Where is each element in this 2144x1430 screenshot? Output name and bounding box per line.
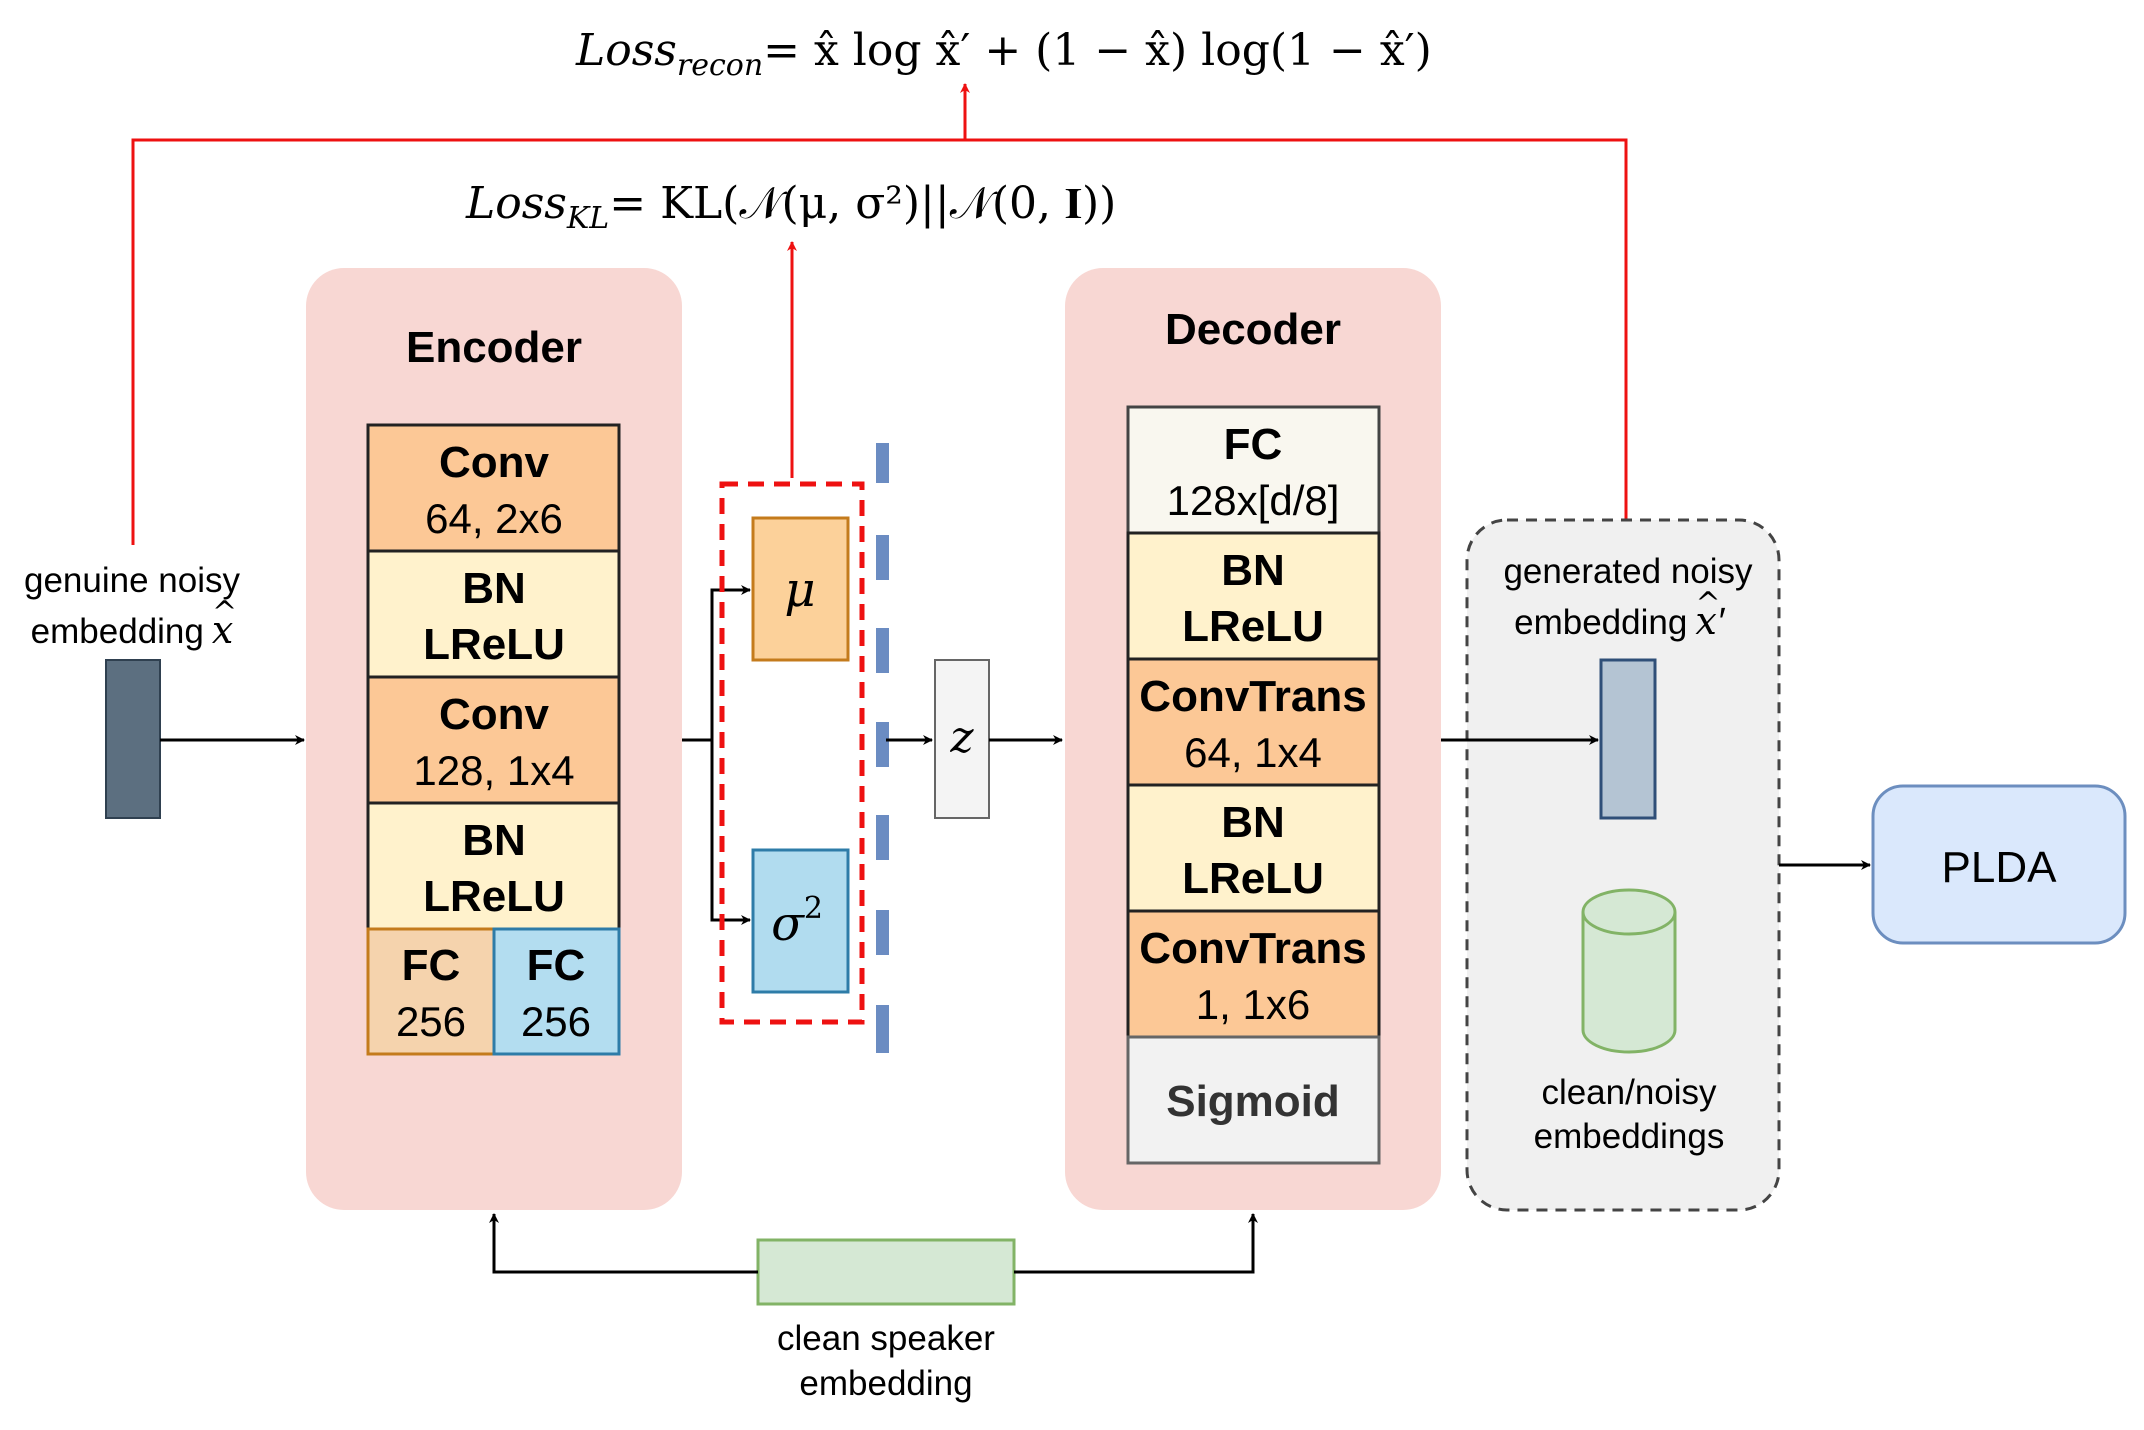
output-symbol: x — [1695, 599, 1716, 643]
input-label-line1: genuine noisy — [24, 561, 240, 600]
output-label-line1: generated noisy — [1503, 552, 1753, 591]
encoder-block-bn1 — [366, 549, 621, 679]
sigma-label: σ2 — [771, 891, 823, 952]
encoder-fc-mu-title: FC — [402, 941, 461, 990]
encoder-fc-sigma-size: 256 — [521, 998, 591, 1045]
kl-loss-rhs: = KL(𝒩(μ, σ²)||𝒩(0, 𝐈)) — [609, 178, 1116, 229]
encoder-split-mu — [682, 585, 751, 742]
sigma-exponent: 2 — [804, 891, 823, 926]
encoder-split-sigma — [710, 740, 751, 925]
database-icon — [1581, 888, 1677, 1054]
database-label-line2: embeddings — [1534, 1117, 1725, 1156]
svg-text:LossKL= KL(𝒩(μ, σ²)||𝒩(0, 𝐈: LossKL= KL(𝒩(μ, σ²)||𝒩(0, 𝐈)) — [465, 178, 1116, 236]
encoder-fc-sigma-title: FC — [527, 941, 586, 990]
output-embedding-bar — [1599, 658, 1657, 820]
encoder-block-conv2-params: 128, 1x4 — [413, 747, 574, 794]
kl-loss-sub: KL — [566, 201, 609, 236]
encoder-block-conv1-title: Conv — [439, 438, 550, 487]
decoder-bn1-act: LReLU — [1182, 602, 1324, 651]
recon-loss-equation: Lossrecon= x̂ log x̂′ + (1 − x̂) log(1 −… — [575, 25, 1432, 83]
encoder-block-conv1 — [366, 423, 621, 553]
decoder-convtrans2-params: 1, 1x6 — [1196, 981, 1310, 1028]
decoder-block-sigmoid — [1126, 1035, 1381, 1165]
speaker-to-encoder-arrow — [489, 1213, 758, 1274]
decoder-block-bn2 — [1126, 783, 1381, 913]
kl-loss-equation: LossKL= KL(𝒩(μ, σ²)||𝒩(0, 𝐈)) — [465, 178, 1116, 236]
encoder-block-bn2-title: BN — [462, 816, 526, 865]
decoder-block-convtrans2 — [1126, 909, 1381, 1039]
decoder-bn2-act: LReLU — [1182, 854, 1324, 903]
input-symbol: x — [212, 608, 233, 652]
speaker-label-line2: embedding — [799, 1364, 972, 1403]
decoder-sigmoid-label: Sigmoid — [1166, 1077, 1340, 1126]
z-label: z — [949, 712, 974, 763]
decoder-title: Decoder — [1165, 305, 1341, 354]
plda-label: PLDA — [1942, 843, 2058, 892]
speaker-label-line1: clean speaker — [777, 1319, 995, 1358]
encoder-block-conv1-params: 64, 2x6 — [425, 495, 563, 542]
speaker-to-decoder-arrow — [1014, 1213, 1258, 1274]
encoder-block-conv2-title: Conv — [439, 690, 550, 739]
sigma-box — [751, 848, 850, 994]
database-label-line1: clean/noisy — [1541, 1073, 1717, 1112]
decoder-bn1-title: BN — [1221, 546, 1285, 595]
output-label-word: embedding — [1514, 603, 1687, 642]
recon-loss-name: Loss — [575, 25, 677, 76]
input-embedding-bar — [105, 659, 161, 819]
decoder-convtrans1-params: 64, 1x4 — [1184, 729, 1322, 776]
encoder-block-bn1-act: LReLU — [423, 620, 565, 669]
speaker-embedding-bar — [756, 1238, 1016, 1306]
encoder-stack: Conv 64, 2x6 BN LReLU Conv 128, 1x4 BN L… — [366, 423, 621, 1056]
encoder-block-bn1-title: BN — [462, 564, 526, 613]
encoder-block-fc-sigma — [492, 927, 621, 1056]
recon-loss-rhs: = x̂ log x̂′ + (1 − x̂) log(1 − x̂′) — [763, 25, 1432, 76]
decoder-bn2-title: BN — [1221, 798, 1285, 847]
decoder-convtrans2-title: ConvTrans — [1139, 924, 1366, 973]
encoder-fc-mu-size: 256 — [396, 998, 466, 1045]
encoder-block-fc-mu — [366, 927, 496, 1056]
decoder-fc-params: 128x[d/8] — [1167, 477, 1340, 524]
decoder-fc-title: FC — [1224, 420, 1283, 469]
output-prime: ′ — [1719, 601, 1726, 643]
output-hat: ^ — [1695, 586, 1720, 621]
mu-label: μ — [784, 562, 815, 618]
decoder-stack: FC 128x[d/8] BN LReLU ConvTrans 64, 1x4 … — [1126, 405, 1381, 1165]
encoder-title: Encoder — [406, 323, 582, 372]
kl-loss-name: Loss — [465, 178, 567, 229]
decoder-block-fc — [1126, 405, 1381, 535]
decoder-convtrans1-title: ConvTrans — [1139, 672, 1366, 721]
plda-box — [1871, 784, 2127, 945]
decoder-block-bn1 — [1126, 531, 1381, 661]
svg-text:Lossrecon= x̂ log x̂′ + (1 − x: Lossrecon= x̂ log x̂′ + (1 − x̂) log(1 −… — [575, 25, 1432, 83]
z-box — [934, 659, 990, 819]
recon-loss-path — [131, 138, 1628, 545]
input-hat: ^ — [212, 595, 237, 630]
input-label-word: embedding — [31, 612, 204, 651]
recon-loss-sub: recon — [677, 48, 763, 83]
sampling-divider — [876, 443, 889, 1053]
mu-box — [751, 516, 850, 662]
encoder-block-bn2-act: LReLU — [423, 872, 565, 921]
sigma-symbol: σ — [771, 896, 805, 952]
decoder-block-convtrans1 — [1126, 657, 1381, 787]
